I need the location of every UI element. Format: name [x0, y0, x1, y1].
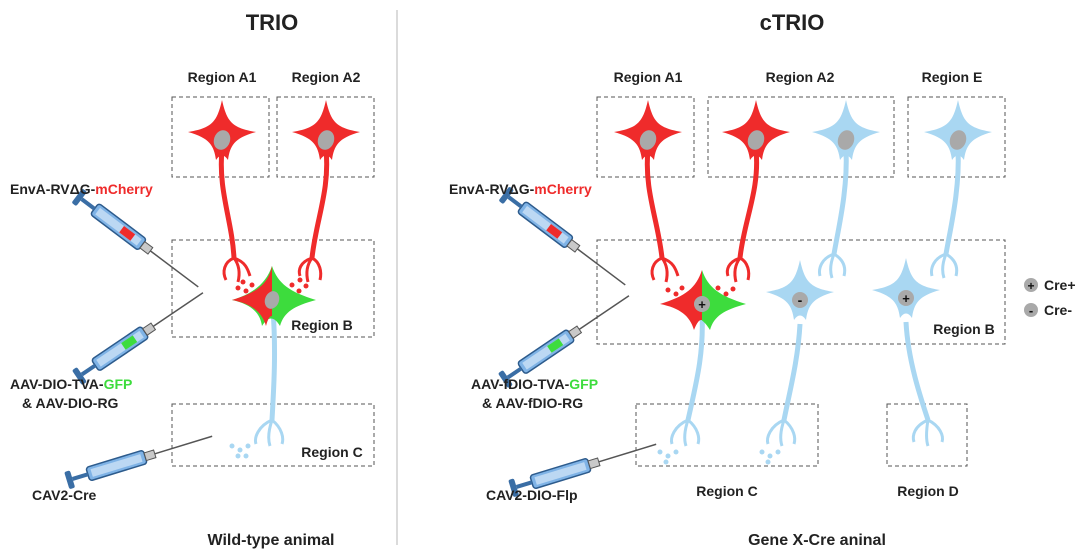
trio-footer: Wild-type animal: [208, 532, 335, 549]
region-c-label-right: Region C: [696, 483, 757, 499]
rabies-label-right: EnvA-RVΔG-mCherry: [449, 181, 592, 197]
legend-symbol-cre-plus: +: [1027, 279, 1034, 293]
legend-label-cre-plus: Cre+: [1044, 277, 1076, 293]
rabies-label-left: EnvA-RVΔG-mCherry: [10, 181, 153, 197]
neuron-e-blue: [924, 100, 992, 279]
blue-cell-cre-plus: +: [872, 258, 944, 447]
neuron-a1-red-right: [614, 100, 685, 297]
region-d-box: [886, 403, 968, 467]
trio-title: TRIO: [246, 10, 299, 35]
starter-cell-cre-plus: +: [657, 270, 746, 465]
neuron-a1-red: [188, 100, 256, 294]
aav-syringe-left: [71, 284, 209, 386]
rabies-syringe-left: [70, 187, 205, 295]
cav-syringe-left: [63, 426, 216, 491]
rabies-syringe-right: [497, 185, 632, 293]
cav-label-right: CAV2-DIO-Flp: [486, 487, 578, 503]
cre-minus-mark: -: [798, 292, 803, 308]
region-a2-label-right: Region A2: [766, 69, 835, 85]
legend-symbol-cre-minus: -: [1029, 303, 1033, 318]
aav-label-right-line1: AAV-fDIO-TVA-GFP: [471, 376, 598, 392]
cav-label-left: CAV2-Cre: [32, 487, 97, 503]
region-a1-label: Region A1: [188, 69, 257, 85]
region-b-box-right: [596, 239, 1006, 345]
region-a2-label: Region A2: [292, 69, 361, 85]
starter-cell-b: [229, 266, 316, 459]
cre-legend: + Cre+ - Cre-: [1024, 277, 1076, 318]
cre-plus-mark-2: +: [902, 291, 910, 306]
legend-label-cre-minus: Cre-: [1044, 302, 1072, 318]
ctrio-panel: cTRIO Region A1 Region A2 Region E Regio…: [449, 10, 1076, 549]
region-c-box-right: [635, 403, 819, 467]
blue-cell-cre-minus: -: [759, 260, 834, 465]
neuron-a2-blue-right: [812, 100, 880, 279]
region-c-label: Region C: [301, 444, 362, 460]
region-e-label: Region E: [922, 69, 983, 85]
region-b-label-right: Region B: [933, 321, 994, 337]
region-d-label: Region D: [897, 483, 958, 499]
aav-label-right-line2: & AAV-fDIO-RG: [482, 395, 583, 411]
region-a2-box-right: [707, 96, 895, 178]
aav-label-left-line1: AAV-DIO-TVA-GFP: [10, 376, 132, 392]
neuron-a2-red-right: [715, 100, 790, 297]
aav-syringe-right: [497, 287, 635, 389]
trio-panel: TRIO Region A1 Region A2 Region B Region…: [10, 10, 375, 549]
neuron-a2-red: [289, 100, 360, 294]
ctrio-footer: Gene X-Cre aninal: [748, 532, 886, 549]
region-b-label: Region B: [291, 317, 352, 333]
aav-label-left-line2: & AAV-DIO-RG: [22, 395, 119, 411]
cre-plus-mark: +: [698, 297, 706, 312]
region-a1-label-right: Region A1: [614, 69, 683, 85]
ctrio-title: cTRIO: [760, 10, 825, 35]
